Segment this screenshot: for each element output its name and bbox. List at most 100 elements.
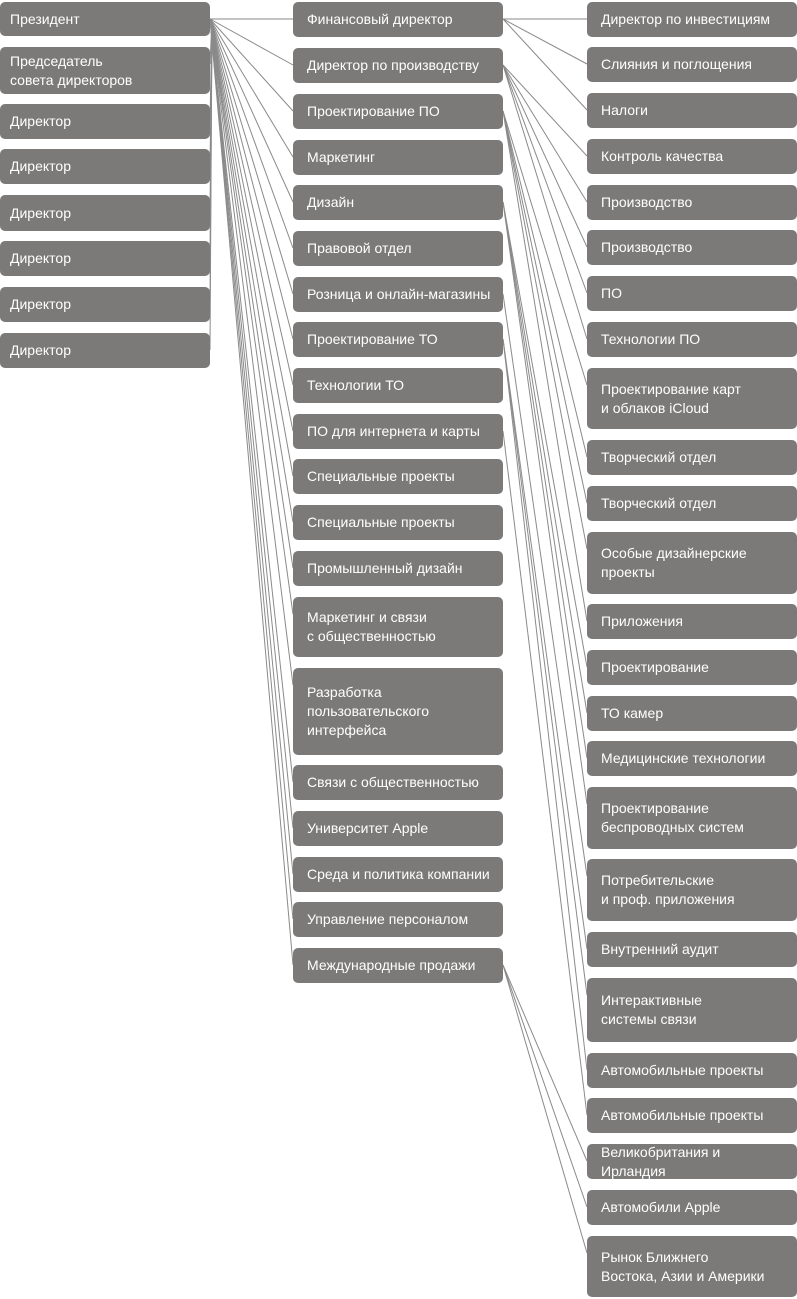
subdivision-box: Рынок Ближнего Востока, Азии и Америки (587, 1236, 797, 1297)
subdivision-box: Приложения (587, 604, 797, 639)
box-label: Директор (10, 296, 71, 312)
box-label: Приложения (601, 613, 683, 629)
department-box: Проектирование ТО (293, 322, 503, 357)
box-label: Творческий отдел (601, 495, 717, 511)
box-label: Среда и политика компании (307, 866, 490, 882)
subdivision-box: Налоги (587, 93, 797, 128)
subdivision-box: Автомобильные проекты (587, 1053, 797, 1088)
connector-line (209, 18, 294, 386)
box-label: Медицинские технологии (601, 750, 766, 766)
connector-line (209, 18, 213, 65)
subdivision-box: Директор по инвестициям (587, 2, 797, 37)
connector-line (209, 18, 294, 340)
connector-line (209, 18, 294, 112)
box-label: Директор по инвестициям (601, 11, 771, 27)
connector-line (502, 64, 588, 248)
subdivision-box: Особые дизайнерские проекты (587, 532, 797, 594)
box-label: ПО для интернета и карты (307, 423, 480, 439)
box-label: Великобритания и Ирландия (601, 1143, 721, 1179)
box-label: Маркетинг (307, 149, 376, 165)
connector-line (502, 110, 588, 386)
exec-box-director: Директор (0, 104, 210, 139)
exec-box-director: Директор (0, 195, 210, 231)
department-box: Дизайн (293, 185, 503, 220)
department-box: Проектирование ПО (293, 94, 503, 129)
department-box: Специальные проекты (293, 459, 503, 494)
department-box: Финансовый директор (293, 2, 503, 37)
connector-line (209, 18, 213, 259)
connector-line (209, 18, 294, 158)
subdivision-box: Великобритания и Ирландия (587, 1144, 797, 1179)
box-label: Связи с общественностью (307, 774, 479, 790)
box-label: Технологии ПО (601, 331, 701, 347)
connector-line (209, 18, 213, 167)
subdivision-box: Автомобили Apple (587, 1190, 797, 1225)
connector-line (502, 964, 588, 1162)
exec-box-chairman: Председатель совета директоров (0, 47, 210, 94)
box-label: Творческий отдел (601, 449, 717, 465)
department-box: Международные продажи (293, 948, 503, 983)
department-box: Директор по производству (293, 48, 503, 83)
box-label: Дизайн (307, 194, 355, 210)
connector-line (502, 293, 588, 877)
connector-line (209, 18, 213, 122)
subdivision-box: Внутренний аудит (587, 932, 797, 967)
connector-line (502, 430, 588, 1116)
connector-line (502, 964, 588, 1254)
subdivision-box: Производство (587, 185, 797, 220)
exec-box-director: Директор (0, 287, 210, 322)
box-label: Технологии ТО (307, 377, 405, 393)
department-box: Связи с общественностью (293, 765, 503, 800)
connector-line (209, 18, 294, 432)
box-label: Президент (10, 10, 80, 27)
box-label: Проектирование (601, 659, 709, 675)
box-label: Налоги (601, 102, 648, 118)
box-label: Проектирование ПО (307, 103, 440, 119)
connector-line (502, 964, 588, 1208)
subdivision-box: Медицинские технологии (587, 741, 797, 776)
box-label: Управление персоналом (307, 911, 469, 927)
box-label: Особые дизайнерские проекты (601, 545, 747, 580)
subdivision-box: Технологии ПО (587, 322, 797, 357)
connector-line (502, 201, 588, 805)
box-label: Производство (601, 239, 693, 255)
connector-line (502, 201, 588, 714)
subdivision-box: ПО (587, 276, 797, 311)
box-label: Автомобильные проекты (601, 1107, 764, 1123)
box-label: Рынок Ближнего Востока, Азии и Америки (601, 1248, 765, 1284)
connector-line (209, 18, 294, 686)
department-box: Правовой отдел (293, 231, 503, 266)
box-label: Университет Apple (307, 820, 429, 836)
subdivision-box: Проектирование карт и облаков iCloud (587, 368, 797, 429)
subdivision-box: Автомобильные проекты (587, 1098, 797, 1133)
box-label: Директор (10, 204, 71, 221)
connector-line (209, 18, 294, 569)
box-label: ПО (601, 285, 622, 301)
box-label: Проектирование карт и облаков iCloud (601, 380, 741, 416)
connector-line (209, 18, 294, 66)
connector-line (209, 18, 294, 203)
box-label: Потребительские и проф. приложения (601, 872, 735, 907)
department-box: Среда и политика компании (293, 857, 503, 892)
subdivision-box: Проектирование (587, 650, 797, 685)
connector-line (209, 18, 294, 920)
box-label: Специальные проекты (307, 468, 455, 484)
connector-line (209, 18, 294, 523)
connector-line (209, 18, 213, 305)
connector-line (502, 201, 588, 759)
subdivision-box: Творческий отдел (587, 486, 797, 521)
connector-line (209, 18, 294, 249)
connector-line (502, 338, 588, 996)
connector-line (502, 64, 588, 157)
box-label: Директор (10, 250, 71, 266)
connector-line (209, 18, 294, 875)
box-label: Международные продажи (307, 957, 476, 973)
box-label: Финансовый директор (307, 11, 453, 27)
box-label: Директор по производству (307, 57, 479, 73)
connector-line (502, 64, 588, 203)
connector-line (209, 18, 294, 615)
connector-line (502, 18, 588, 111)
box-label: Слияния и поглощения (601, 56, 752, 72)
box-label: Автомобильные проекты (601, 1062, 764, 1078)
